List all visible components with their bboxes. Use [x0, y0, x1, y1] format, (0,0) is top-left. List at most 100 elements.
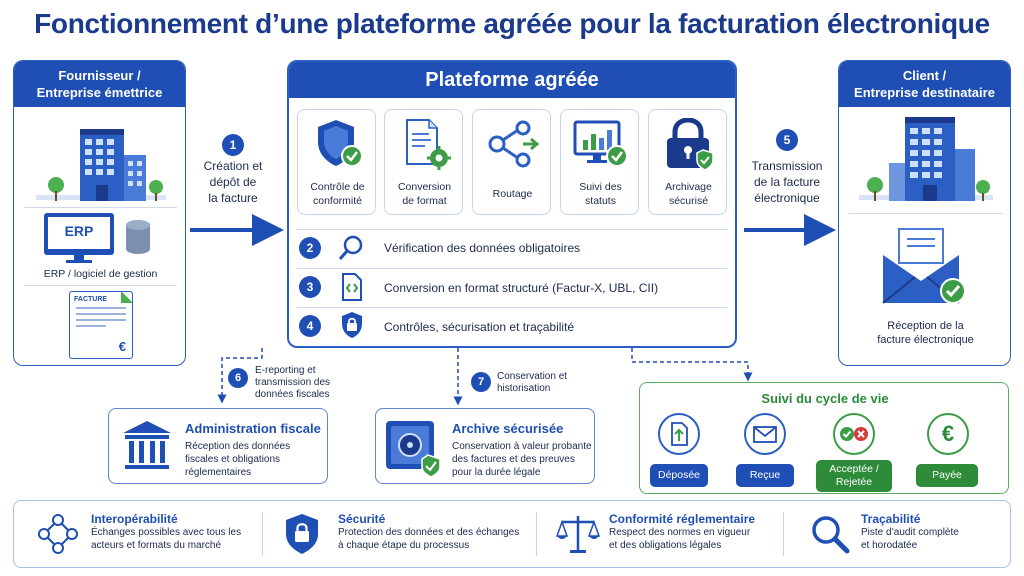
benefit-interop: Interopérabilité Échanges possibles avec… — [91, 512, 259, 552]
erp-monitor-icon — [44, 213, 150, 263]
step-7-badge: 7 — [471, 372, 491, 392]
benefit-traceability: Traçabilité Piste d’audit complète et ho… — [861, 512, 1007, 552]
step-3-text: Conversion en format structuré (Factur-X… — [384, 281, 659, 295]
step-6-label: E-reporting et transmission des données … — [255, 365, 350, 401]
client-reception-line1: Réception de la — [887, 320, 964, 332]
stage-accepted-line1: Acceptée / — [829, 463, 879, 475]
stage-deposited-circle — [658, 413, 700, 455]
benefit-security-title: Sécurité — [338, 512, 386, 526]
share-routing-icon — [488, 120, 539, 168]
feature-routing-line1: Routage — [492, 188, 533, 200]
step-6-badge: 6 — [228, 368, 248, 388]
feature-compliance-line1: Contrôle de — [310, 181, 365, 193]
step-7-line2: historisation — [497, 383, 551, 394]
client-heading-line1: Client / — [902, 68, 947, 83]
stage-received-label: Reçue — [736, 464, 794, 487]
archive-title: Archive sécurisée — [452, 421, 564, 436]
stage-paid-circle: € — [927, 413, 969, 455]
feature-archiving-line1: Archivage — [665, 181, 712, 193]
step-6-line2: transmission des — [255, 377, 331, 388]
invoice-document-icon: FACTURE € — [69, 291, 133, 359]
step-6-line1: E-reporting et — [255, 365, 316, 376]
document-gear-icon — [406, 119, 451, 170]
padlock-icon — [667, 118, 714, 170]
admin-desc-line3: réglementaires — [185, 467, 252, 478]
client-building-icon — [859, 117, 993, 201]
feature-compliance-line2: conformité — [312, 195, 363, 207]
step-3-badge: 3 — [299, 276, 321, 298]
euro-symbol: € — [118, 339, 126, 354]
erp-label: ERP / logiciel de gestion — [43, 268, 158, 280]
dashed-arrow-to-admin — [217, 348, 263, 404]
envelope-check-icon — [882, 228, 966, 304]
dashed-arrow-to-lifecycle — [631, 348, 753, 382]
benefit-traceability-title: Traçabilité — [861, 512, 921, 526]
supplier-heading: Fournisseur / Entreprise émettrice — [14, 61, 185, 107]
admin-desc-line1: Réception des données — [185, 441, 291, 452]
benefit-security: Sécurité Protection des données et des é… — [338, 512, 533, 552]
step-5-line1: Transmission — [751, 159, 823, 173]
step-2-text: Vérification des données obligatoires — [384, 241, 581, 255]
check-cross-icon — [840, 427, 868, 441]
step-4-text: Contrôles, sécurisation et traçabilité — [384, 320, 575, 334]
lifecycle-title: Suivi du cycle de vie — [761, 391, 889, 406]
safe-icon — [386, 421, 441, 477]
stage-deposited-label: Déposée — [650, 464, 708, 487]
step-5-line2: de la facture — [753, 175, 821, 189]
monitor-chart-icon — [573, 120, 628, 167]
feature-status-line1: Suivi des — [579, 181, 622, 193]
benefit-traceability-line1: Piste d’audit complète — [861, 527, 959, 538]
feature-status: Suivi des statuts — [560, 109, 639, 215]
supplier-heading-line1: Fournisseur / — [58, 68, 141, 83]
client-heading-line2: Entreprise destinataire — [854, 85, 995, 100]
step-1-line2: dépôt de — [209, 175, 257, 189]
archive-desc-line2: des factures et des preuves — [452, 454, 575, 465]
archive-box: Archive sécurisée Conservation à valeur … — [375, 408, 595, 484]
step-2-badge: 2 — [299, 237, 321, 259]
feature-status-line2: statuts — [585, 195, 616, 207]
admin-desc-line2: fiscales et obligations — [185, 454, 281, 465]
archive-desc-line1: Conservation à valeur probante — [452, 441, 592, 452]
archive-desc: Conservation à valeur probante des factu… — [452, 440, 594, 479]
shield-lock-icon — [286, 514, 318, 554]
search-icon — [812, 516, 850, 554]
client-reception-line2: facture électronique — [877, 334, 974, 346]
feature-routing: Routage — [472, 109, 551, 215]
code-file-icon — [342, 273, 362, 301]
benefit-interop-line2: acteurs et formats du marché — [91, 540, 222, 551]
step-1-label: Création et dépôt de la facture — [190, 158, 276, 206]
page-title: Fonctionnement d’une plateforme agréée p… — [34, 8, 990, 39]
benefit-compliance-line1: Respect des normes en vigueur — [609, 527, 751, 538]
building-icon — [36, 129, 166, 201]
admin-title: Administration fiscale — [185, 421, 321, 436]
stage-received-circle — [744, 413, 786, 455]
feature-conversion-line1: Conversion — [397, 181, 452, 193]
step-1-badge: 1 — [222, 134, 244, 156]
benefit-compliance: Conformité réglementaire Respect des nor… — [609, 512, 781, 552]
document-upload-icon — [671, 422, 688, 446]
erp-text: ERP — [64, 223, 94, 239]
step-7-line1: Conservation et — [497, 371, 568, 382]
euro-icon: € — [941, 421, 955, 446]
supplier-panel: Fournisseur / Entreprise émettrice ERP E… — [13, 60, 186, 366]
archive-desc-line3: pour la durée légale — [452, 467, 541, 478]
lock-shield-icon — [342, 312, 362, 338]
invoice-text: FACTURE — [74, 296, 108, 303]
network-icon — [38, 514, 78, 554]
feature-archiving-line2: sécurisé — [668, 195, 709, 207]
benefits-bar — [13, 500, 1011, 568]
envelope-icon — [753, 426, 777, 443]
benefit-interop-title: Interopérabilité — [91, 512, 178, 526]
benefit-security-line1: Protection des données et des échanges — [338, 527, 520, 538]
step-7-label: Conservation et historisation — [497, 371, 592, 395]
magnifier-icon — [338, 235, 363, 260]
admin-box: Administration fiscale Réception des don… — [108, 408, 328, 484]
feature-compliance: Contrôle de conformité — [297, 109, 376, 215]
step-1-line1: Création et — [203, 159, 263, 173]
feature-conversion-line2: de format — [402, 195, 447, 207]
benefit-compliance-title: Conformité réglementaire — [609, 512, 756, 526]
stage-paid-label: Payée — [916, 464, 978, 487]
benefit-traceability-line2: et horodatée — [861, 540, 918, 551]
step-5-badge: 5 — [776, 129, 798, 151]
